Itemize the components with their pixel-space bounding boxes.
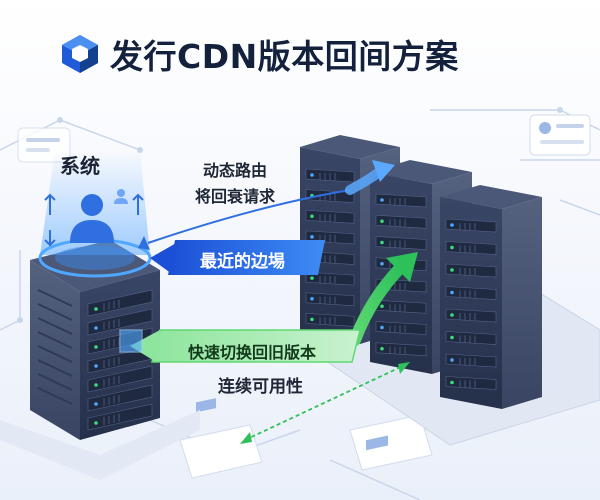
user-icon (70, 194, 114, 243)
dynamic-route-arrow (138, 160, 395, 250)
availability-link (240, 362, 410, 444)
server-highlight (119, 329, 143, 353)
dynamic-route-line-1: 动态路由 (203, 161, 268, 180)
title-row: 发行CDN版本回间方案 (58, 28, 459, 80)
page-title: 发行CDN版本回间方案 (110, 37, 459, 76)
system-label: 系统 (60, 154, 100, 178)
availability-label: 连续可用性 (218, 377, 303, 397)
small-user-icon (114, 189, 128, 204)
dynamic-route-label: 动态路由 将回衰请求 (195, 158, 275, 210)
server-rack (440, 185, 542, 409)
floating-card-top-right (529, 114, 591, 156)
fast-switch-label: 快速切换回旧版本 (188, 343, 317, 362)
cube-logo-icon (62, 35, 98, 73)
floating-card-bottom-left (179, 398, 263, 479)
nearest-edge-bar (168, 240, 325, 275)
beam-arrows (44, 193, 144, 247)
nearest-edge-label: 最近的边埸 (200, 252, 285, 272)
dynamic-route-line-2: 将回衰请求 (195, 187, 276, 206)
floating-card-bottom-right (349, 414, 433, 471)
